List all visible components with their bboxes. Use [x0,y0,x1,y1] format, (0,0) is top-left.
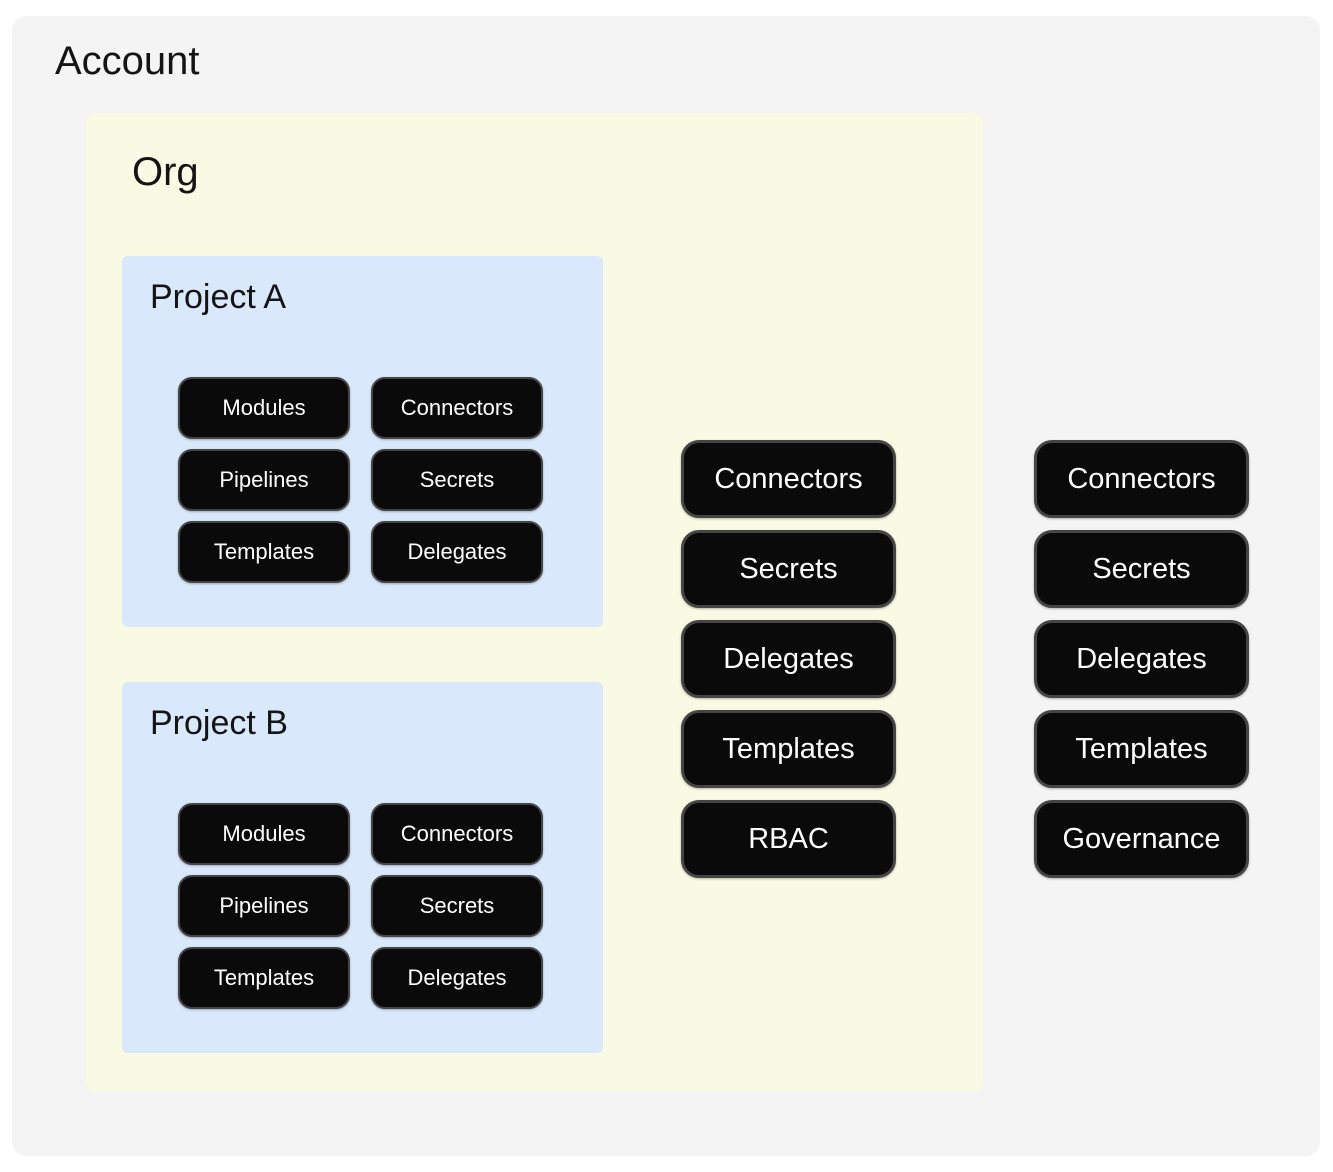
account-resource-button[interactable]: Connectors [1034,440,1249,518]
org-resource-button[interactable]: RBAC [681,800,896,878]
org-resource-button[interactable]: Secrets [681,530,896,608]
project-a-resources-grid: Modules Connectors Pipelines Secrets Tem… [178,377,543,583]
account-resource-button[interactable]: Secrets [1034,530,1249,608]
org-resources-column: Connectors Secrets Delegates Templates R… [681,440,896,878]
project-resource-button[interactable]: Pipelines [178,449,350,511]
project-resource-button[interactable]: Modules [178,377,350,439]
org-container: Org Project A Modules Connectors Pipelin… [86,113,983,1092]
project-resource-button[interactable]: Delegates [371,947,543,1009]
project-resource-button[interactable]: Modules [178,803,350,865]
project-a-container: Project A Modules Connectors Pipelines S… [122,256,603,627]
project-resource-button[interactable]: Templates [178,947,350,1009]
project-resource-button[interactable]: Pipelines [178,875,350,937]
org-resource-button[interactable]: Connectors [681,440,896,518]
project-a-title: Project A [150,278,287,316]
project-resource-button[interactable]: Connectors [371,377,543,439]
account-container: Account Org Project A Modules Connectors… [12,16,1320,1156]
project-resource-button[interactable]: Delegates [371,521,543,583]
account-resources-column: Connectors Secrets Delegates Templates G… [1034,440,1249,878]
account-resource-button[interactable]: Delegates [1034,620,1249,698]
org-title: Org [132,150,199,194]
org-resource-button[interactable]: Delegates [681,620,896,698]
account-resource-button[interactable]: Governance [1034,800,1249,878]
project-b-title: Project B [150,704,288,742]
project-resource-button[interactable]: Secrets [371,449,543,511]
org-resource-button[interactable]: Templates [681,710,896,788]
project-b-container: Project B Modules Connectors Pipelines S… [122,682,603,1053]
project-resource-button[interactable]: Connectors [371,803,543,865]
project-resource-button[interactable]: Templates [178,521,350,583]
account-title: Account [55,39,200,83]
account-resource-button[interactable]: Templates [1034,710,1249,788]
project-resource-button[interactable]: Secrets [371,875,543,937]
project-b-resources-grid: Modules Connectors Pipelines Secrets Tem… [178,803,543,1009]
